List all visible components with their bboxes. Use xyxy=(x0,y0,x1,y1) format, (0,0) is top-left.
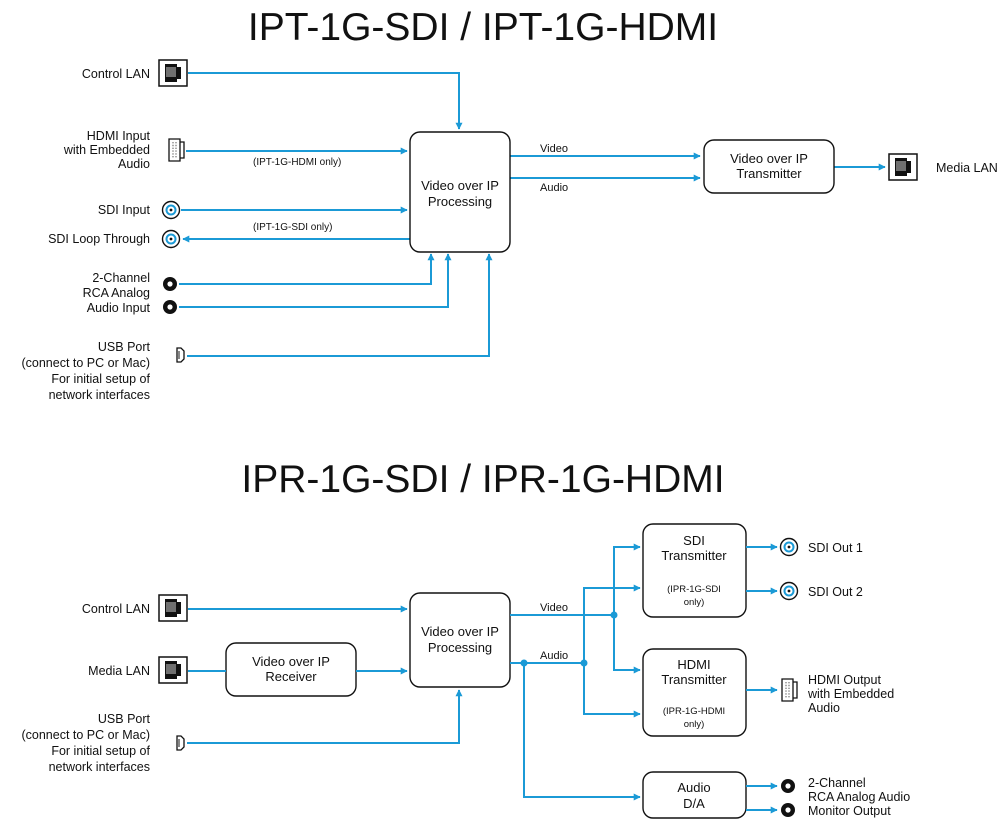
video-junction-dot xyxy=(610,611,618,619)
sdi-out-2-bnc-icon xyxy=(779,581,799,601)
analog-audio-label-line3: Audio Input xyxy=(87,301,151,315)
transmitter-title: IPT-1G-SDI / IPT-1G-HDMI xyxy=(248,6,718,49)
sdi-only-note: (IPT-1G-SDI only) xyxy=(253,222,332,233)
hdmi-transmitter-note2: only) xyxy=(684,719,705,730)
rx-receiver-box xyxy=(225,642,357,697)
usb-label-line2: (connect to PC or Mac) xyxy=(21,356,150,370)
rca-audio-right-icon xyxy=(163,300,177,314)
sdi-transmitter-note2: only) xyxy=(684,597,705,608)
rx-audio-to-sdi-wire xyxy=(510,584,641,664)
sdi-loop-bnc-icon xyxy=(161,229,181,249)
sdi-input-label: SDI Input xyxy=(98,203,151,217)
audio-label: Audio xyxy=(540,182,568,194)
rx-video-label: Video xyxy=(540,602,568,614)
audio-input-wire-2 xyxy=(179,253,452,308)
audio-junction-dot-1 xyxy=(520,659,528,667)
rx-processing-box xyxy=(409,592,511,688)
hdmi-output-label-line2: with Embedded xyxy=(807,687,894,701)
rx-audio-label: Audio xyxy=(540,650,568,662)
sdi-out-1-label: SDI Out 1 xyxy=(808,541,863,555)
usb-port-icon xyxy=(176,347,185,363)
usb-label-line3: For initial setup of xyxy=(51,372,150,386)
hdmi-only-note: (IPT-1G-HDMI only) xyxy=(253,157,341,168)
audio-monitor-label-line1: 2-Channel xyxy=(808,776,866,790)
analog-audio-label-line1: 2-Channel xyxy=(92,271,150,285)
audio-input-wire-1 xyxy=(179,253,435,285)
hdmi-transmitter-line1: HDMI xyxy=(677,657,710,672)
rx-video-to-hdmi-wire xyxy=(613,615,641,674)
hdmi-output-port-icon xyxy=(781,678,798,702)
audio-da-box xyxy=(642,771,747,819)
rx-receiver-line1: Video over IP xyxy=(252,654,330,669)
rx-usb-label-line1: USB Port xyxy=(98,712,151,726)
sdi-loop-label: SDI Loop Through xyxy=(48,232,150,246)
hdmi-input-port-icon xyxy=(168,138,185,162)
audio-monitor-label-line3: Monitor Output xyxy=(808,804,891,818)
rx-audio-to-da-wire xyxy=(523,663,641,801)
rx-audio-to-hdmi-wire xyxy=(583,663,641,718)
hdmi-transmitter-box xyxy=(642,648,747,737)
hdmi-transmitter-line2: Transmitter xyxy=(661,672,727,687)
rx-usb-port-icon xyxy=(176,735,185,751)
rca-out-left-icon xyxy=(781,779,795,793)
media-lan-rj45-icon xyxy=(888,153,918,181)
usb-label-line4: network interfaces xyxy=(49,388,150,402)
rx-processing-line1: Video over IP xyxy=(421,624,499,639)
rx-processing-line2: Processing xyxy=(428,640,492,655)
sdi-transmitter-box xyxy=(642,523,747,618)
control-lan-rj45-icon xyxy=(158,59,188,87)
hdmi-output-label-line3: Audio xyxy=(808,701,840,715)
audio-monitor-label-line2: RCA Analog Audio xyxy=(808,790,910,804)
rx-video-to-sdi-wire xyxy=(510,543,641,616)
hdmi-output-label-line1: HDMI Output xyxy=(808,673,881,687)
audio-junction-dot-2 xyxy=(580,659,588,667)
rx-media-lan-rj45-icon xyxy=(158,656,188,684)
hdmi-transmitter-note1: (IPR-1G-HDMI xyxy=(663,706,725,717)
rx-media-lan-label: Media LAN xyxy=(88,664,150,678)
rx-usb-label-line3: For initial setup of xyxy=(51,744,150,758)
usb-wire xyxy=(187,253,493,357)
tx-transmitter-line1: Video over IP xyxy=(730,151,808,166)
hdmi-input-label-line2: with Embedded xyxy=(63,143,150,157)
rx-usb-wire xyxy=(187,689,463,744)
media-lan-label: Media LAN xyxy=(936,161,998,175)
tx-processing-line1: Video over IP xyxy=(421,178,499,193)
rca-audio-left-icon xyxy=(163,277,177,291)
receiver-title: IPR-1G-SDI / IPR-1G-HDMI xyxy=(241,458,724,501)
rx-control-lan-rj45-icon xyxy=(158,594,188,622)
tx-processing-line2: Processing xyxy=(428,194,492,209)
rx-usb-label-line4: network interfaces xyxy=(49,760,150,774)
audio-da-line2: D/A xyxy=(683,796,705,811)
sdi-transmitter-line2: Transmitter xyxy=(661,548,727,563)
usb-label-line1: USB Port xyxy=(98,340,151,354)
control-lan-wire xyxy=(188,72,463,130)
rx-control-lan-label: Control LAN xyxy=(82,602,150,616)
sdi-transmitter-note1: (IPR-1G-SDI xyxy=(667,584,721,595)
sdi-out-1-bnc-icon xyxy=(779,537,799,557)
rx-receiver-line2: Receiver xyxy=(265,669,317,684)
tx-processing-box xyxy=(409,131,511,253)
video-label: Video xyxy=(540,143,568,155)
hdmi-input-label-line3: Audio xyxy=(118,157,150,171)
control-lan-label: Control LAN xyxy=(82,67,150,81)
rca-out-right-icon xyxy=(781,803,795,817)
sdi-input-bnc-icon xyxy=(161,200,181,220)
tx-transmitter-box xyxy=(703,139,835,194)
rx-usb-label-line2: (connect to PC or Mac) xyxy=(21,728,150,742)
tx-transmitter-line2: Transmitter xyxy=(736,166,802,181)
sdi-transmitter-line1: SDI xyxy=(683,533,705,548)
audio-da-line1: Audio xyxy=(677,780,710,795)
analog-audio-label-line2: RCA Analog xyxy=(83,286,150,300)
sdi-out-2-label: SDI Out 2 xyxy=(808,585,863,599)
hdmi-input-label-line1: HDMI Input xyxy=(87,129,151,143)
